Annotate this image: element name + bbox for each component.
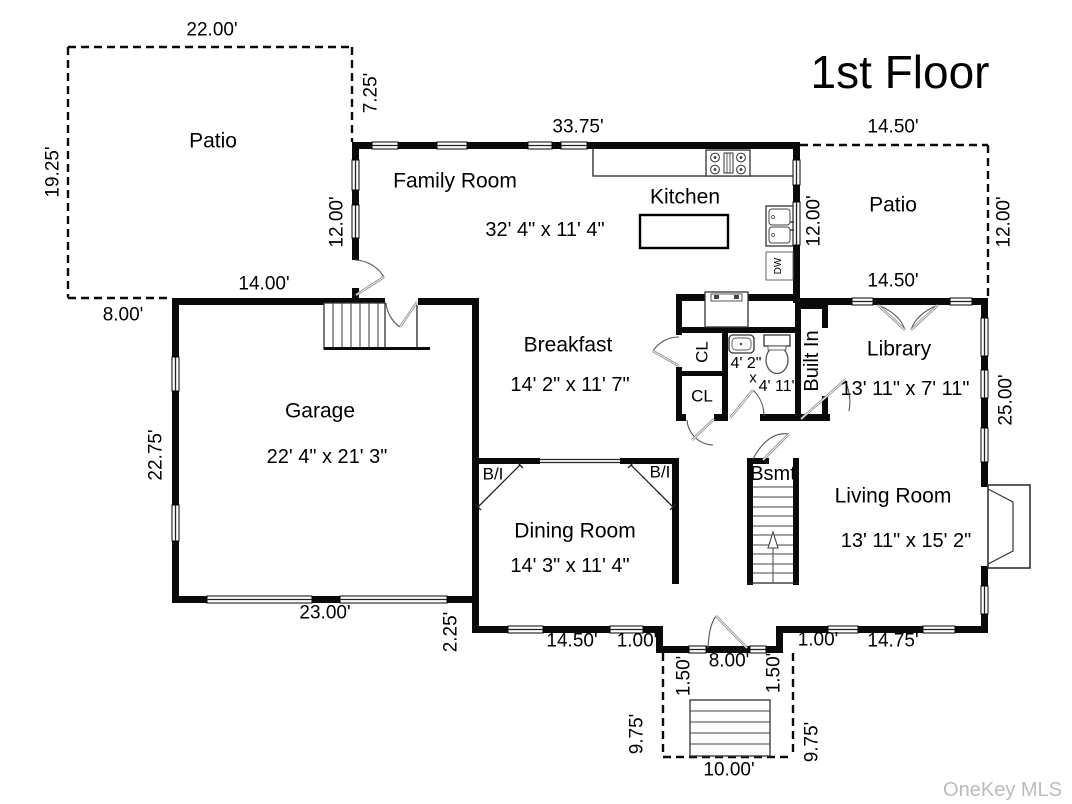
closet-label-top: CL	[692, 341, 712, 363]
stove-icon	[705, 149, 751, 177]
room-size-breakfast: 14' 2" x 11' 7"	[510, 374, 630, 396]
dim-porch-left: 9.75'	[626, 713, 648, 755]
dim-step-jog: 2.25'	[440, 611, 462, 653]
dim-porch-right: 9.75'	[801, 721, 823, 763]
corner-cabinet-left	[474, 461, 524, 511]
room-size-dining: 14' 3" x 11' 4"	[510, 555, 630, 577]
built-in-cabinet-label-right: B/I	[649, 462, 671, 482]
doors	[354, 259, 939, 649]
bath-sink-icon	[728, 334, 755, 354]
dim-living-bottom: 14.75'	[867, 630, 919, 652]
dim-kitchen-right: 12.00'	[803, 195, 825, 247]
dim-porch-bottom: 10.00'	[703, 759, 755, 781]
room-size-garage: 22' 4" x 21' 3"	[266, 446, 388, 468]
bsmt-label: Bsmt	[750, 463, 796, 485]
dim-garage-bottom: 23.00'	[299, 602, 351, 624]
room-label-library: Library	[866, 337, 932, 361]
cased-opening	[540, 458, 620, 464]
basement-stairs	[747, 486, 799, 584]
front-steps	[689, 699, 771, 757]
dim-entry-depth-right: 1.50'	[763, 652, 785, 694]
room-size-library: 13' 11" x 7' 11"	[840, 378, 970, 400]
dim-patio-left-top: 22.00'	[186, 19, 238, 41]
built-in-label: Built In	[801, 330, 823, 392]
dim-right-side: 25.00'	[995, 374, 1017, 426]
dim-family-left: 12.00'	[326, 196, 348, 248]
room-size-living: 13' 11" x 15' 2"	[840, 530, 972, 552]
dim-garage-left: 22.75'	[145, 429, 167, 481]
built-in-cabinet-label-left: B/I	[482, 464, 504, 484]
closet-label-bottom: CL	[691, 386, 713, 406]
bath-dim-width: 4' 2"	[730, 355, 762, 372]
dim-patio-left-side: 19.25'	[42, 146, 64, 198]
room-size-family: 32' 4" x 11' 4"	[485, 219, 605, 241]
kitchen-island	[638, 213, 730, 250]
dim-family-top: 33.75'	[552, 116, 604, 138]
page-title: 1st Floor	[810, 46, 990, 98]
kitchen-counter	[592, 149, 793, 177]
corner-cabinet-right	[627, 461, 677, 511]
utility-sink-icon	[704, 291, 749, 328]
room-label-family: Family Room	[393, 169, 517, 193]
dim-entry-depth-left: 1.50'	[673, 655, 695, 697]
dim-dining-bottom: 14.50'	[546, 630, 598, 652]
dim-garage-top: 14.00'	[238, 273, 290, 295]
dishwasher-icon	[765, 251, 794, 281]
room-label-breakfast: Breakfast	[523, 333, 613, 357]
room-label-patio-right: Patio	[869, 193, 917, 217]
kitchen-sink-icon	[765, 205, 794, 247]
toilet-icon	[763, 334, 791, 375]
dim-patio-left-right: 7.25'	[360, 72, 382, 114]
patio-right-outline	[800, 143, 990, 298]
dim-patio-right-top: 14.50'	[867, 116, 919, 138]
front-porch-outline	[661, 653, 795, 759]
bath-dim-x: x	[749, 369, 757, 387]
dim-living-jog: 1.00'	[797, 629, 839, 651]
dim-entry-width: 8.00'	[708, 650, 750, 672]
dim-patio-left-bottom: 8.00'	[102, 304, 144, 326]
dim-dining-jog: 1.00'	[616, 630, 658, 652]
watermark: OneKey MLS	[943, 779, 1062, 801]
room-label-garage: Garage	[284, 399, 356, 423]
dim-patio-right-bottom: 14.50'	[867, 270, 919, 292]
bath-dim-height: 4' 11"	[758, 378, 798, 395]
fireplace	[981, 484, 1031, 569]
room-label-patio-left: Patio	[189, 129, 237, 153]
garage-stairs	[323, 302, 430, 350]
windows	[171, 141, 989, 654]
dim-patio-right-side: 12.00'	[993, 196, 1015, 248]
room-label-living: Living Room	[834, 484, 952, 508]
patio-left-outline	[66, 45, 354, 300]
room-label-dining: Dining Room	[514, 519, 636, 543]
dishwasher-label: DW	[773, 257, 784, 275]
room-label-kitchen: Kitchen	[649, 185, 721, 209]
